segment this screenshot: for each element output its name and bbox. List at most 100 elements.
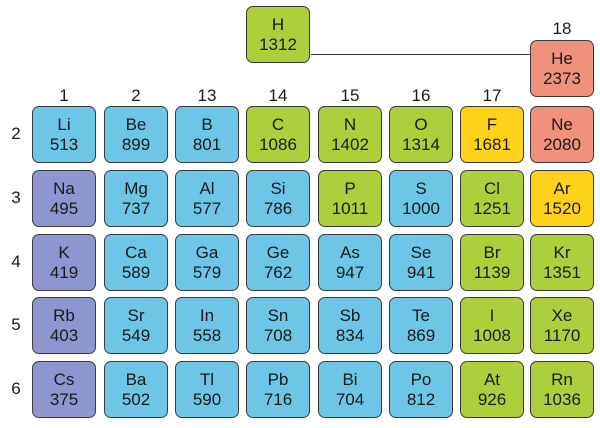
ionization-energy-value: 2373 — [543, 68, 581, 88]
element-symbol: Tl — [199, 369, 215, 389]
element-symbol: Ca — [125, 242, 147, 262]
ionization-energy-value: 589 — [121, 262, 151, 282]
group-label-17: 17 — [482, 86, 502, 105]
element-symbol: As — [340, 242, 360, 262]
element-symbol: Be — [125, 114, 147, 134]
ionization-energy-value: 590 — [192, 389, 222, 409]
group-label-2: 2 — [131, 86, 141, 105]
hydrogen-helium-connector — [311, 54, 530, 55]
ionization-energy-value: 1000 — [402, 198, 440, 218]
ionization-energy-value: 716 — [263, 389, 293, 409]
ionization-energy-value: 801 — [192, 134, 222, 154]
element-symbol: Ar — [553, 178, 571, 198]
element-symbol: Rn — [551, 369, 573, 389]
group-label-15: 15 — [340, 86, 360, 105]
ionization-energy-value: 579 — [192, 262, 222, 282]
group-label-13: 13 — [197, 86, 217, 105]
ionization-energy-value: 812 — [406, 389, 436, 409]
element-symbol: Ga — [195, 242, 219, 262]
element-symbol: Pb — [267, 369, 289, 389]
element-symbol: O — [414, 114, 428, 134]
element-symbol: Bi — [342, 369, 358, 389]
ionization-energy-value: 513 — [49, 134, 79, 154]
ionization-energy-value: 941 — [406, 262, 436, 282]
group-label-18: 18 — [552, 19, 572, 38]
element-symbol: Sb — [339, 305, 361, 325]
ionization-energy-value: 1351 — [543, 262, 581, 282]
element-symbol: Te — [412, 305, 430, 325]
element-symbol: He — [551, 48, 573, 68]
group-label-1: 1 — [59, 86, 69, 105]
ionization-energy-value: 737 — [121, 198, 151, 218]
ionization-energy-value: 577 — [192, 198, 222, 218]
period-label-3: 3 — [11, 188, 21, 207]
element-symbol: Li — [57, 114, 71, 134]
element-symbol: Cl — [483, 178, 501, 198]
ionization-energy-value: 1312 — [259, 34, 297, 54]
element-symbol: Sr — [127, 305, 145, 325]
group-label-16: 16 — [411, 86, 431, 105]
element-symbol: S — [415, 178, 427, 198]
group-label-14: 14 — [268, 86, 288, 105]
ionization-energy-value: 1139 — [473, 262, 511, 282]
ionization-energy-value: 549 — [121, 325, 151, 345]
ionization-energy-value: 502 — [121, 389, 151, 409]
ionization-energy-value: 403 — [49, 325, 79, 345]
ionization-energy-value: 708 — [263, 325, 293, 345]
ionization-energy-value: 495 — [49, 198, 79, 218]
element-symbol: Xe — [551, 305, 573, 325]
ionization-energy-value: 558 — [192, 325, 222, 345]
element-symbol: K — [58, 242, 70, 262]
ionization-energy-value: 1681 — [473, 134, 511, 154]
element-symbol: Rb — [53, 305, 75, 325]
element-symbol: Mg — [124, 178, 148, 198]
ionization-energy-value: 704 — [335, 389, 365, 409]
period-label-5: 5 — [11, 315, 21, 334]
element-symbol: Kr — [553, 242, 571, 262]
element-symbol: Ba — [125, 369, 147, 389]
ionization-energy-value: 1011 — [331, 198, 369, 218]
period-label-4: 4 — [11, 252, 21, 271]
element-symbol: Po — [410, 369, 432, 389]
element-symbol: Ne — [551, 114, 573, 134]
element-symbol: N — [343, 114, 357, 134]
element-symbol: B — [201, 114, 213, 134]
ionization-energy-value: 869 — [406, 325, 436, 345]
ionization-energy-value: 1314 — [402, 134, 440, 154]
ionization-energy-value: 834 — [335, 325, 365, 345]
ionization-energy-value: 947 — [335, 262, 365, 282]
element-symbol: Se — [410, 242, 432, 262]
